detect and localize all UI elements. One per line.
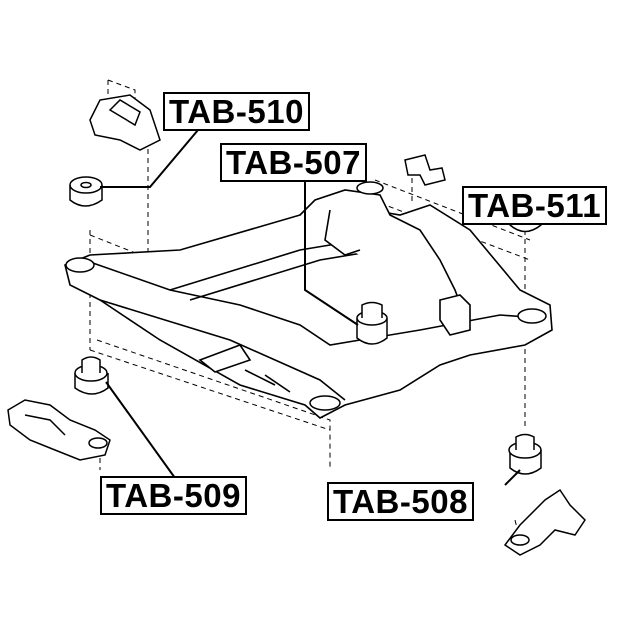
label-tab-511: TAB-511 [462, 186, 608, 225]
tab510-bushing [69, 176, 103, 207]
tab508-bushing [508, 433, 542, 475]
tab509-bracket [7, 399, 111, 461]
tab509-bushing [74, 356, 109, 395]
tab508-bracket [503, 488, 586, 556]
frame-bushings [65, 181, 547, 411]
subframe [64, 189, 553, 419]
tab507-bushing [356, 301, 388, 345]
label-tab-509: TAB-509 [100, 476, 247, 515]
label-tab-508: TAB-508 [327, 482, 474, 521]
tab510-bracket [89, 94, 161, 151]
label-tab-507: TAB-507 [220, 143, 367, 182]
tab507-clip [404, 154, 446, 186]
label-tab-510: TAB-510 [163, 92, 310, 131]
leader-lines [100, 129, 521, 486]
